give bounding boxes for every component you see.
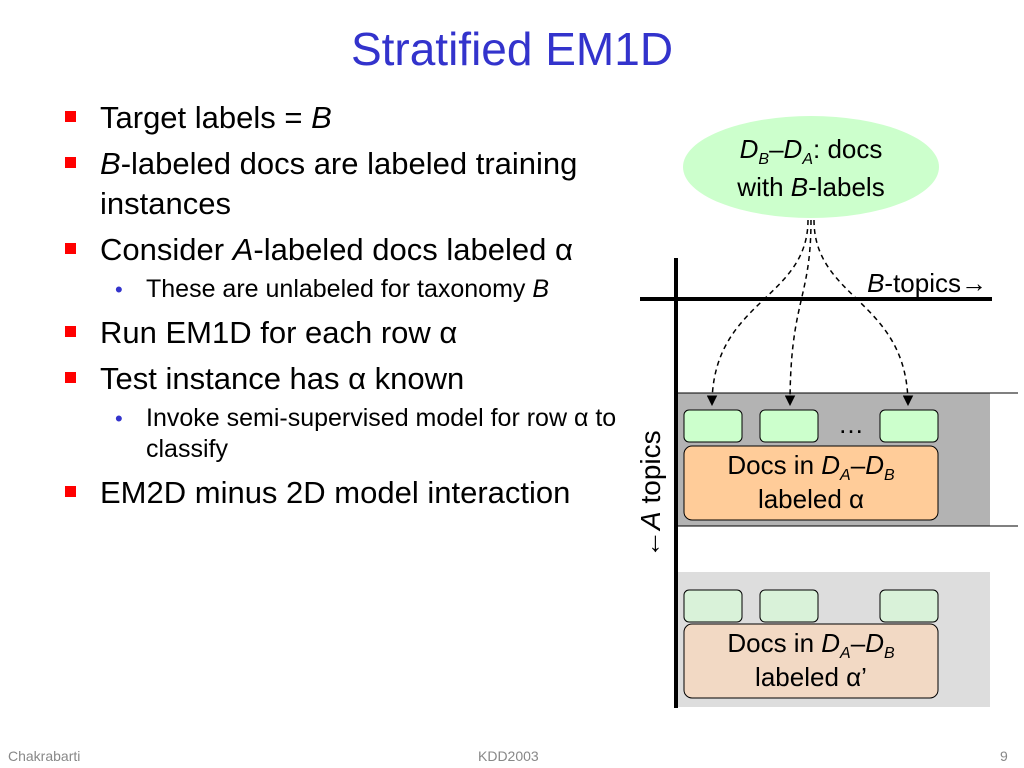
- b-topics-label: B-topics→: [867, 268, 987, 298]
- row-band-alpha: [678, 393, 990, 526]
- bullet-text: Invoke semi-supervised model for row α t…: [146, 404, 617, 463]
- b-label-box-4: [683, 589, 743, 623]
- row-band-alpha-prime: [678, 572, 990, 707]
- b-label-box-5: [759, 589, 819, 623]
- bullet-text: B: [311, 100, 332, 135]
- b-label-box-2: [759, 409, 819, 443]
- docs-box-alpha-prime-line-2: labeled α’: [755, 662, 867, 692]
- square-bullet-icon: [65, 243, 76, 254]
- bullet-text: EM2D minus 2D model interaction: [100, 475, 571, 510]
- dashed-arrow-middle: [784, 219, 812, 407]
- square-bullet-icon: [65, 372, 76, 383]
- sub-bullet-item: • These are unlabeled for taxonomy B: [62, 274, 622, 305]
- b-label-box-1: [683, 409, 743, 443]
- slide-title: Stratified EM1D: [350, 23, 674, 75]
- callout-ellipse: [683, 116, 939, 218]
- bullet-item: Target labels = B: [62, 98, 622, 138]
- square-bullet-icon: [65, 486, 76, 497]
- ellipsis: …: [838, 409, 864, 439]
- square-bullet-icon: [65, 157, 76, 168]
- bullet-item: Test instance has α known: [62, 359, 622, 399]
- square-bullet-icon: [65, 326, 76, 337]
- docs-box-alpha-line-2: labeled α: [758, 484, 864, 514]
- bullet-text: Consider: [100, 232, 233, 267]
- dot-bullet-icon: •: [115, 406, 123, 431]
- docs-box-alpha-line-1: Docs in DA–DB: [727, 450, 895, 484]
- sub-bullet-item: • Invoke semi-supervised model for row α …: [62, 403, 622, 465]
- docs-box-alpha: [683, 445, 939, 521]
- b-label-box-6: [879, 589, 939, 623]
- bullet-text: A: [232, 232, 254, 267]
- footer-conference: KDD2003: [478, 748, 539, 764]
- bullet-text: -labeled docs are labeled training insta…: [100, 146, 578, 221]
- callout-line-2: with B-labels: [736, 172, 884, 202]
- dot-bullet-icon: •: [115, 277, 123, 302]
- bullet-text: B: [532, 275, 550, 303]
- docs-box-alpha-prime: [683, 623, 939, 699]
- b-label-box-3: [879, 409, 939, 443]
- bullet-item: B-labeled docs are labeled training inst…: [62, 144, 622, 224]
- footer-page-number: 9: [1000, 748, 1008, 764]
- dashed-arrow-left: [706, 219, 809, 407]
- bullet-text: Test instance has α known: [100, 361, 465, 396]
- a-topics-label: ←A topics: [635, 430, 666, 558]
- bullet-text: -labeled docs labeled α: [253, 232, 573, 267]
- callout-line-1: DB–DA: docs: [740, 134, 883, 168]
- bullet-item: Consider A-labeled docs labeled α: [62, 230, 622, 270]
- docs-box-alpha-prime-line-1: Docs in DA–DB: [727, 628, 895, 662]
- bullet-text: Run EM1D for each row α: [100, 315, 458, 350]
- bullet-item: Run EM1D for each row α: [62, 313, 622, 353]
- bullet-text: These are unlabeled for taxonomy: [146, 275, 533, 303]
- bullet-text: Target labels =: [100, 100, 312, 135]
- footer-author: Chakrabarti: [8, 748, 81, 764]
- bullet-text: B: [100, 146, 121, 181]
- dashed-arrow-right: [813, 219, 914, 407]
- bullet-item: EM2D minus 2D model interaction: [62, 473, 622, 513]
- square-bullet-icon: [65, 111, 76, 122]
